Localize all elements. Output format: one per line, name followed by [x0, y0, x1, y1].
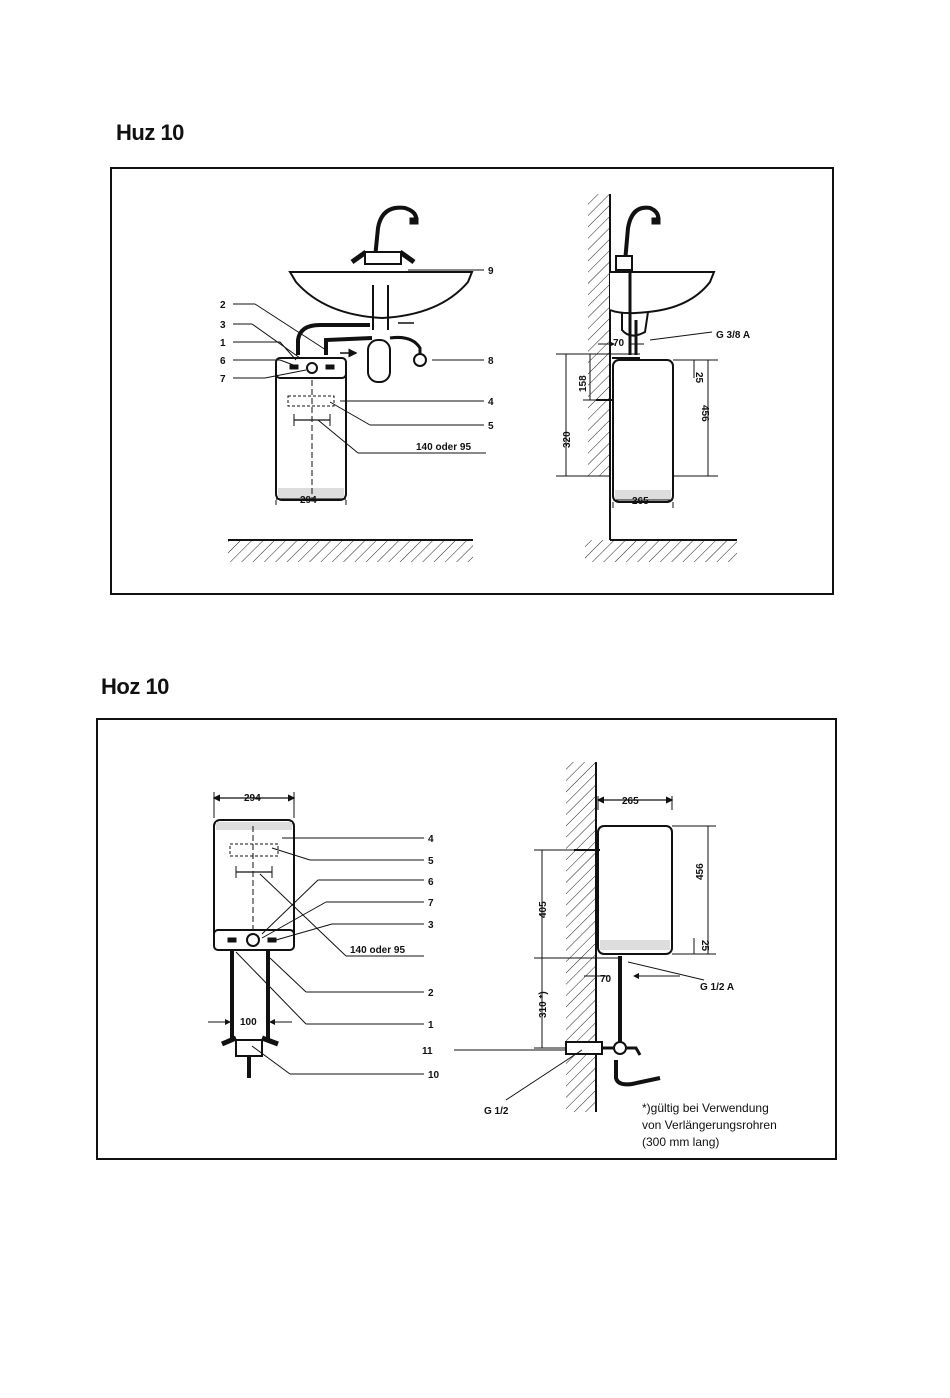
dim-bottom-gap: 25: [699, 940, 710, 952]
label-6: 6: [220, 356, 226, 367]
hoz10-side-view: [454, 762, 716, 1112]
dim-spacing: 140 oder 95: [416, 442, 471, 453]
label-7: 7: [220, 374, 226, 385]
label-11: 11: [422, 1046, 433, 1057]
footnote-line-3: (300 mm lang): [642, 1135, 719, 1149]
panel-hoz10: 294 4 5 6 7 3 140 oder 95 2 1 11 10 100: [97, 719, 836, 1159]
label-1: 1: [220, 338, 226, 349]
dim-thread: G 3/8 A: [716, 330, 750, 341]
dim-depth: 265: [632, 496, 649, 507]
dim-spacing: 140 oder 95: [350, 945, 405, 956]
dim-width: 294: [244, 793, 261, 804]
dim-mount-height: 405: [538, 901, 549, 918]
dim-mount-height: 158: [578, 375, 589, 392]
dim-offset: 70: [613, 338, 625, 349]
dim-pipe-length: 310 *): [538, 991, 549, 1018]
dim-depth: 265: [622, 796, 639, 807]
label-4: 4: [428, 834, 434, 845]
label-7: 7: [428, 898, 434, 909]
label-1: 1: [428, 1020, 434, 1031]
label-2: 2: [220, 300, 226, 311]
footnote-line-2: von Verlängerungsrohren: [642, 1118, 777, 1132]
dim-thread: G 1/2 A: [700, 982, 734, 993]
dim-wall-thread: G 1/2: [484, 1106, 509, 1117]
label-2: 2: [428, 988, 434, 999]
dim-floor-height: 320: [562, 431, 573, 448]
footnote-line-1: *)gültig bei Verwendung: [642, 1101, 769, 1115]
panel-frame: [97, 719, 836, 1159]
label-5: 5: [488, 421, 494, 432]
label-6: 6: [428, 877, 434, 888]
huz10-front-view: [228, 208, 486, 562]
dim-height: 456: [695, 863, 706, 880]
dim-height: 456: [699, 405, 710, 422]
label-8: 8: [488, 356, 494, 367]
label-5: 5: [428, 856, 434, 867]
dim-width: 294: [300, 495, 317, 506]
panel-huz10: 2 3 1 6 7 9 8 4 5 140 oder 95 294: [111, 168, 833, 594]
label-3: 3: [220, 320, 226, 331]
hoz10-front-view: [208, 792, 424, 1078]
label-3: 3: [428, 920, 434, 931]
label-9: 9: [488, 266, 494, 277]
label-10: 10: [428, 1070, 440, 1081]
dim-top-gap: 25: [693, 372, 704, 384]
dim-pipe-spacing: 100: [240, 1017, 257, 1028]
dim-offset: 70: [600, 974, 612, 985]
label-4: 4: [488, 397, 494, 408]
